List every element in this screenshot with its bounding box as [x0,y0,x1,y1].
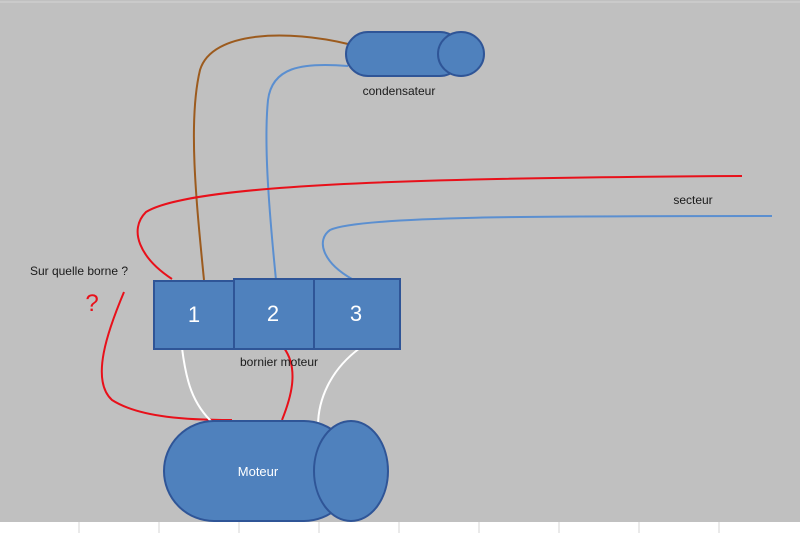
wire-brown-capacitor-to-terminal-1 [192,34,349,281]
grey-background [0,0,800,522]
capacitor-label: condensateur [363,84,436,98]
terminal-2 [233,278,315,350]
capacitor [345,31,485,77]
motor-label: Moteur [238,464,279,479]
question-mark: ? [85,290,98,317]
wire-white-terminal-3-to-motor [317,347,361,427]
wire-blue-mains-neutral [321,215,773,280]
wire-red-terminal-2-to-motor [281,347,294,421]
terminal-block: 1 2 3 [153,278,401,350]
terminal-3 [313,278,401,350]
motor: Moteur [163,420,389,522]
terminal-3-label: 3 [350,301,362,326]
question-label: Sur quelle borne ? [30,264,128,278]
terminal-2-label: 2 [267,301,279,326]
wire-white-terminal-1-to-motor [181,347,215,425]
terminal-block-label: bornier moteur [240,355,318,369]
mains-label: secteur [673,193,712,207]
wire-red-mains-phase [136,175,743,280]
wire-blue-capacitor-to-terminal-2 [265,63,349,281]
terminal-1-label: 1 [188,302,200,327]
wire-red-motor-unknown [100,291,233,421]
